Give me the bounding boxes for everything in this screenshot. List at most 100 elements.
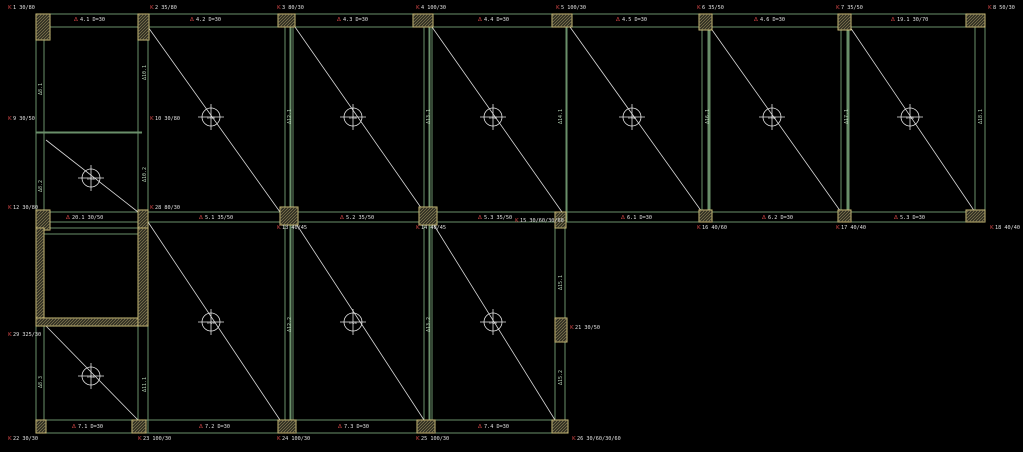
column-hatch: [120, 317, 130, 327]
column-hatch: [554, 211, 559, 216]
vertical-beam-label: Δ17.1: [844, 109, 850, 124]
beam-label-marker: Δ: [199, 424, 203, 430]
column-hatch: [698, 209, 703, 214]
vertical-beam-label: Δ18.1: [978, 109, 984, 124]
column-hatch: [556, 13, 571, 28]
column-hatch: [551, 419, 562, 430]
column-hatch: [35, 228, 45, 238]
column-13: [698, 209, 713, 223]
column-hatch: [282, 419, 297, 434]
column-hatch: [698, 13, 703, 18]
column-hatch: [48, 317, 58, 327]
column-hatch: [87, 317, 97, 327]
column-hatch: [90, 317, 100, 327]
vertical-beam-label: Δ14.1: [558, 109, 564, 124]
column-hatch: [842, 21, 852, 31]
column-hatch: [965, 209, 970, 214]
column-hatch: [551, 419, 556, 424]
column-hatch: [554, 212, 567, 225]
column-hatch: [35, 20, 51, 36]
column-hatch: [36, 26, 51, 41]
column-hatch: [138, 316, 149, 327]
column-label-marker: K: [836, 225, 840, 231]
column-hatch: [105, 317, 115, 327]
column-hatch: [35, 291, 45, 301]
slab-marker-1: h=30: [340, 104, 366, 130]
slab-marker-6: h=20: [198, 309, 224, 335]
vertical-beam-label: Δ16.1: [705, 109, 711, 124]
column-hatch: [39, 29, 51, 41]
column-hatch: [965, 13, 979, 27]
column-hatch: [35, 303, 45, 313]
column-label-text: 1 30/80: [13, 5, 35, 11]
column-hatch: [35, 209, 40, 214]
column-hatch: [72, 317, 82, 327]
column-label-marker: K: [8, 116, 12, 122]
column-hatch: [982, 24, 986, 28]
column-hatch: [36, 317, 46, 327]
column-hatch: [551, 13, 559, 21]
column-20: [35, 419, 47, 434]
column-hatch: [137, 262, 149, 274]
column-hatch: [35, 249, 45, 259]
column-hatch: [35, 258, 45, 268]
column-hatch: [35, 231, 45, 241]
column-hatch: [973, 15, 986, 28]
column-10: [279, 206, 299, 226]
column-hatch: [137, 277, 149, 289]
slab-diagonal: [147, 26, 281, 213]
column-hatch: [137, 13, 142, 18]
column-hatch: [137, 298, 149, 310]
column-label-text: 16 40/60: [702, 225, 727, 231]
slab-marker-tag: h=30: [628, 116, 636, 120]
column-hatch: [35, 288, 45, 298]
column-hatch: [137, 209, 148, 220]
column-label-marker: K: [277, 5, 281, 11]
column-hatch: [277, 419, 285, 427]
column-label-text: 18 40/40: [995, 225, 1020, 231]
column-hatch: [704, 214, 713, 223]
column-hatch: [965, 209, 979, 223]
column-hatch: [554, 317, 559, 322]
column-hatch: [568, 23, 573, 28]
slab-diagonal: [45, 325, 139, 421]
column-hatch: [35, 294, 45, 304]
column-label-marker: K: [697, 225, 701, 231]
column-hatch: [35, 240, 45, 250]
column-hatch: [967, 13, 982, 28]
column-hatch: [35, 209, 46, 220]
column-hatch: [965, 13, 970, 18]
column-hatch: [412, 13, 426, 27]
column-hatch: [40, 427, 47, 434]
column-hatch: [698, 13, 709, 24]
column-hatch: [418, 206, 423, 211]
column-hatch: [279, 206, 299, 226]
column-hatch: [137, 310, 149, 322]
column-hatch: [137, 304, 149, 316]
column-hatch: [277, 13, 288, 24]
column-hatch: [35, 419, 40, 424]
column-hatch: [35, 14, 51, 30]
column-hatch: [416, 419, 421, 424]
column-label-text: 24 100/30: [282, 436, 310, 442]
column-hatch: [35, 17, 51, 33]
column-hatch: [553, 13, 568, 28]
column-label-text: 21 30/50: [575, 325, 600, 331]
column-hatch: [288, 215, 299, 226]
column-hatch: [701, 211, 713, 223]
beam-label-marker: Δ: [190, 17, 194, 23]
column-outline: [554, 211, 567, 229]
column-hatch: [837, 209, 845, 217]
vertical-beam-label: Δ13.1: [426, 109, 432, 124]
column-hatch: [417, 13, 432, 28]
column-hatch: [412, 13, 423, 24]
column-hatch: [63, 317, 73, 327]
column-hatch: [277, 419, 288, 430]
column-label-text: 13 40/45: [282, 225, 307, 231]
